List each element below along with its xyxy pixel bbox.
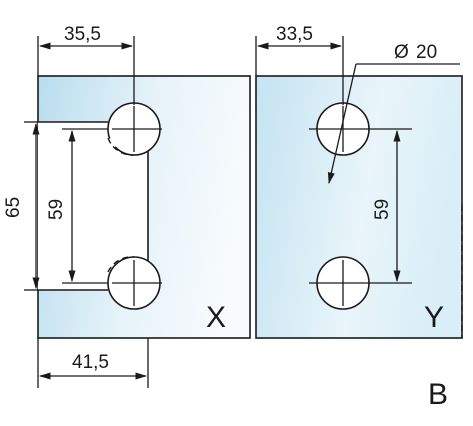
dim-y-hole-spacing: 59 bbox=[372, 129, 401, 283]
dim-x-hole-spacing: 59 bbox=[46, 128, 108, 284]
dim-y-hole-spacing-text: 59 bbox=[372, 199, 393, 220]
panel-x-label: X bbox=[206, 301, 226, 334]
dim-x-top-offset-text: 35,5 bbox=[64, 24, 101, 45]
dim-x-outer-height: 65 bbox=[3, 121, 40, 291]
dim-x-bottom-offset: 41,5 bbox=[37, 338, 149, 388]
dim-hole-diameter: Ø 20 bbox=[327, 42, 460, 185]
dim-y-top-offset-text: 33,5 bbox=[276, 24, 313, 45]
dim-x-hole-spacing-text: 59 bbox=[46, 199, 67, 220]
diameter-symbol: Ø bbox=[394, 42, 409, 63]
panel-y-label: Y bbox=[424, 301, 444, 334]
panel-y: Y bbox=[255, 75, 463, 339]
dim-y-top-offset: 33,5 bbox=[255, 24, 344, 105]
dim-x-outer-height-text: 65 bbox=[3, 197, 24, 218]
dim-x-bottom-offset-text: 41,5 bbox=[72, 352, 109, 373]
dim-hole-diameter-text: 20 bbox=[416, 42, 437, 63]
hole-bottom-y bbox=[309, 256, 412, 310]
dim-x-top-offset: 35,5 bbox=[37, 24, 135, 105]
variant-label: B bbox=[428, 378, 448, 411]
panel-x: X bbox=[37, 75, 251, 339]
hole-top-y bbox=[309, 102, 412, 156]
